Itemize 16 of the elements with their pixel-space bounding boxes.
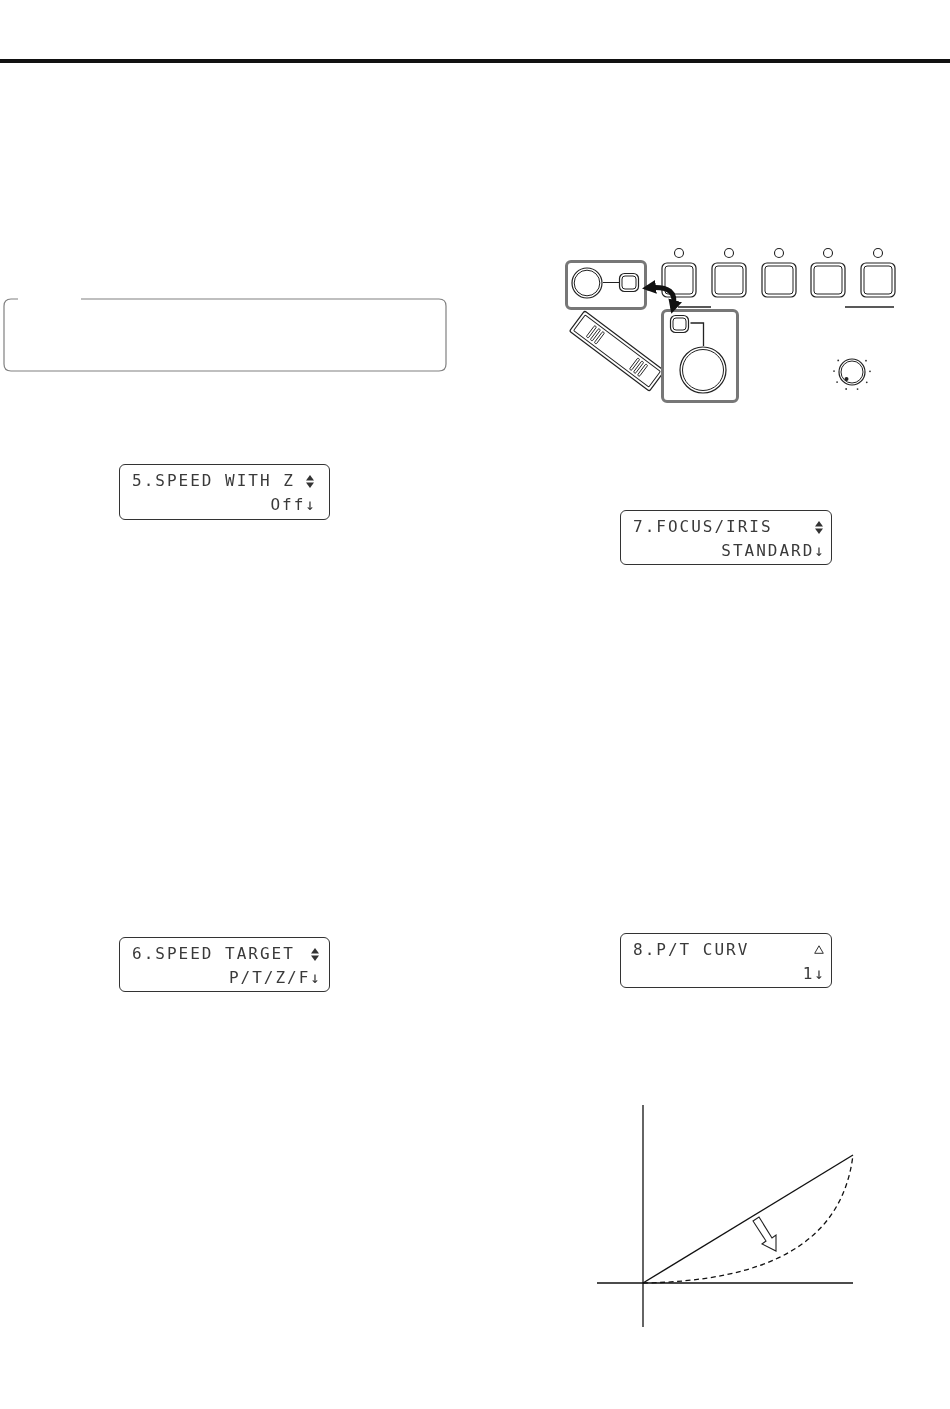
note-box [3, 298, 447, 372]
menu-title: 8.P/T CURV [633, 941, 750, 959]
lcd-display [119, 937, 330, 992]
menu-title: 7.FOCUS/IRIS [633, 518, 773, 536]
menu-title: 6.SPEED TARGET [132, 945, 295, 963]
menu-value: STANDARD↓ [721, 542, 826, 560]
menu-title: 5.SPEED WITH Z [132, 472, 295, 490]
highlight-frame [661, 309, 739, 403]
menu-value: Off↓ [270, 496, 317, 514]
double-headed-arrow [642, 280, 682, 314]
lcd-display [119, 464, 330, 520]
highlight-frame [565, 260, 647, 310]
lcd-display [620, 933, 832, 988]
menu-value: P/T/Z/F↓ [228, 969, 322, 987]
menu-value: 1↓ [802, 965, 826, 983]
lcd-display [620, 510, 832, 565]
